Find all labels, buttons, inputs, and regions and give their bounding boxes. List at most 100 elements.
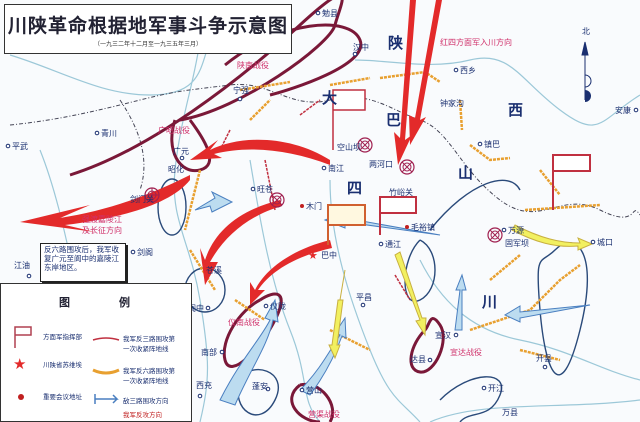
battle-label: 宣达战役 [450, 347, 482, 357]
direction-label: 红四方面军入川方向 [440, 37, 512, 47]
place-label: 汉中 [353, 42, 369, 52]
region-labels: 陕 西 大 巴 山 四 川 [322, 34, 523, 311]
place-label: 万源 [508, 226, 524, 235]
flag-icon [552, 154, 591, 210]
place-label: 西乡 [460, 66, 476, 75]
place-label: 苍溪 [206, 265, 222, 275]
legend-line-label: 我军反攻方向 [123, 411, 162, 419]
place-label: 勉县 [322, 8, 338, 18]
legend-item-label: 重要会议地址 [43, 393, 82, 401]
place-label: 毛裕镇 [411, 222, 435, 232]
enemy-rings [157, 178, 589, 422]
target-icon [144, 187, 160, 203]
place-label: 青川 [101, 128, 117, 138]
place-label: 两河口 [369, 159, 393, 169]
region-label: 西 [508, 101, 523, 119]
flag-icon [332, 89, 366, 150]
place-label: 江油 [14, 260, 30, 270]
front-lines [183, 70, 601, 362]
red-army-arrows [20, 0, 442, 305]
place-label: 蓬安 [252, 381, 268, 391]
legend-line-label: 敌三路围攻方向 [123, 397, 169, 405]
place-label: 西充 [196, 380, 212, 390]
place-label: 钟家沟 [440, 98, 464, 108]
legend-item-label: 川陕省苏维埃 [43, 361, 82, 369]
map-subtitle: （一九三二年十二月至一九三五年三月） [93, 41, 202, 48]
place-label: 巴中 [321, 250, 337, 260]
dot-icon [18, 394, 24, 400]
arrow-enter-sichuan [394, 0, 416, 165]
title-box: 川陕革命根据地军事斗争示意图 （一九三二年十二月至一九三五年三月） [4, 4, 292, 54]
legend-line-label: 我军反六路围攻第一次收紧阵地线 [123, 367, 175, 385]
legend: 图 例 方面军指挥部 ★ 川陕省苏维埃 重要会议地址 我军反三路围攻第一次收紧阵… [0, 283, 192, 422]
place-label: 南江 [328, 163, 344, 173]
place-label: 广元 [173, 146, 189, 156]
legend-title: 例 [119, 296, 130, 309]
place-label: 竹峪关 [389, 187, 413, 197]
place-label: 固军坝 [505, 239, 529, 248]
compass: 北 [581, 27, 592, 102]
place-label: 城口 [597, 238, 613, 247]
target-icon [269, 192, 285, 208]
place-label: 仪陇 [270, 301, 286, 311]
place-label: 达县 [410, 354, 426, 364]
meeting-dot-icon [300, 204, 304, 208]
place-label: 昭化 [168, 164, 184, 174]
place-label: 开县 [536, 354, 552, 363]
flag-icon [327, 204, 366, 245]
flag-icon [379, 196, 417, 235]
region-label: 巴 [386, 111, 401, 129]
battle-label: 仪南战役 [228, 317, 260, 327]
place-label: 通江 [385, 239, 401, 249]
region-label: 陕 [388, 34, 403, 52]
place-label: 旺苍 [257, 184, 273, 194]
star-icon: ★ [13, 355, 27, 373]
place-label: 万县 [502, 408, 518, 417]
arrow-jialing-longmarch [20, 175, 190, 232]
place-label: 剑阁 [137, 247, 153, 257]
meeting-sites: ★ [144, 137, 503, 262]
target-icon [399, 159, 415, 175]
place-label: 阆中 [188, 303, 204, 313]
command-flags [327, 89, 591, 245]
legend-line-label: 我军反三路围攻第一次收紧阵地线 [123, 335, 175, 353]
rivers [9, 39, 640, 422]
place-label: 宣汉 [435, 330, 451, 340]
compass-north-label: 北 [582, 27, 590, 36]
legend-title: 图 [59, 296, 70, 309]
place-label: 剑门关 [130, 194, 154, 204]
place-labels: 勉县 汉中 西乡 钟家沟 安康 宁强 青川 平武 广元 昭化 空山坝 两河口 南… [5, 8, 639, 417]
place-label: 镇巴 [484, 139, 500, 149]
direction-label: 强渡嘉陵江 [82, 214, 122, 224]
direction-label: 及长征方向 [82, 225, 122, 235]
region-label: 大 [322, 89, 337, 107]
legend-line-yellow [92, 368, 120, 375]
counterattack-arrows [328, 224, 594, 360]
legend-arrow-blue [94, 394, 119, 404]
legend-item-label: 方面军指挥部 [43, 333, 82, 341]
battle-label: 营渠战役 [308, 409, 340, 419]
place-label: 平武 [12, 141, 28, 151]
meeting-dot-icon [405, 225, 409, 229]
place-label: 宁强 [233, 85, 249, 95]
target-icon [357, 137, 373, 153]
target-icon [487, 227, 503, 243]
legend-line-red [92, 337, 120, 341]
region-label: 川 [481, 293, 497, 311]
place-label: 开江 [488, 384, 504, 393]
annotation-note: 反六路围攻后，我军收复广元至阆中的嘉陵江东岸地区。 [40, 243, 126, 282]
place-label: 南部 [201, 347, 217, 357]
place-label: 空山坝 [337, 142, 361, 152]
battle-labels: 陕南战役 广昭战役 仪南战役 宣达战役 营渠战役 红四方面军入川方向 强渡嘉陵江… [82, 37, 512, 419]
map-title: 川陕革命根据地军事斗争示意图 [7, 15, 288, 37]
battle-label: 广昭战役 [158, 125, 190, 135]
place-label: 安康 [615, 105, 631, 115]
flag-icon [14, 326, 32, 348]
soviet-star-icon: ★ [308, 249, 318, 262]
province-borders [9, 83, 640, 218]
region-label: 四 [347, 179, 362, 197]
region-label: 山 [458, 164, 473, 182]
place-label: 营山 [306, 385, 322, 395]
place-label: 平昌 [356, 293, 372, 302]
place-label: 木门 [306, 201, 322, 211]
